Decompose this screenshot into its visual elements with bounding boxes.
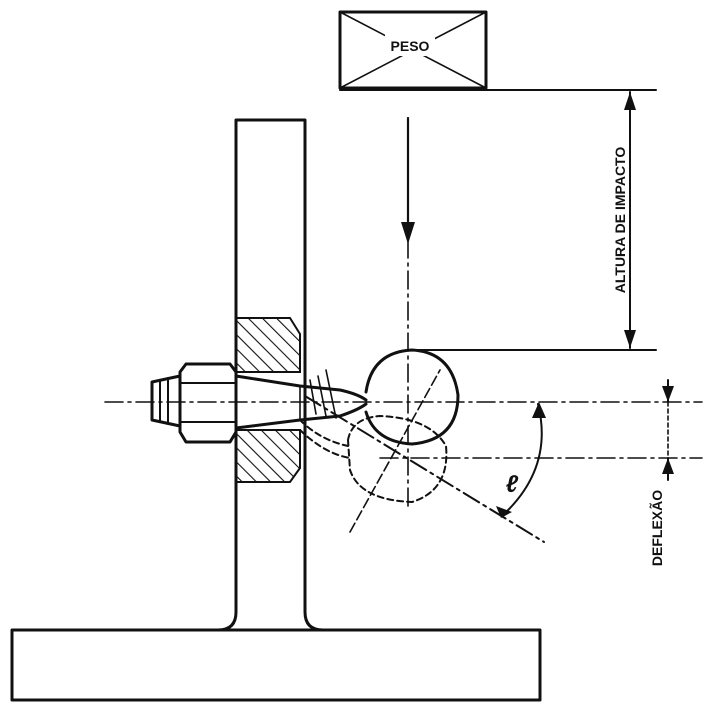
inclined-axis — [304, 395, 545, 543]
impact-height-label: ALTURA DE IMPACTO — [612, 147, 628, 294]
angle-symbol: ℓ — [506, 471, 519, 498]
post-section-upper — [235, 317, 301, 373]
weight-box: PESO — [338, 10, 488, 90]
support-post — [216, 118, 325, 632]
tapered-stud — [234, 374, 368, 430]
deflection-dimension: DEFLEXÃO — [648, 379, 674, 566]
drop-arrow — [401, 116, 415, 244]
stud-neck-hatch — [309, 369, 337, 419]
hex-nut — [178, 362, 238, 444]
deflection-label: DEFLEXÃO — [648, 490, 665, 566]
weight-label: PESO — [391, 38, 430, 54]
angle-arc: ℓ — [496, 402, 546, 518]
bolt-thread — [150, 374, 182, 428]
stud-deflected — [299, 419, 351, 459]
base-plate — [10, 628, 542, 702]
ball-head — [364, 348, 460, 446]
post-section-lower — [235, 429, 301, 483]
ball-head-deflected — [347, 415, 448, 503]
impact-height-dimension: ALTURA DE IMPACTO — [612, 91, 636, 349]
